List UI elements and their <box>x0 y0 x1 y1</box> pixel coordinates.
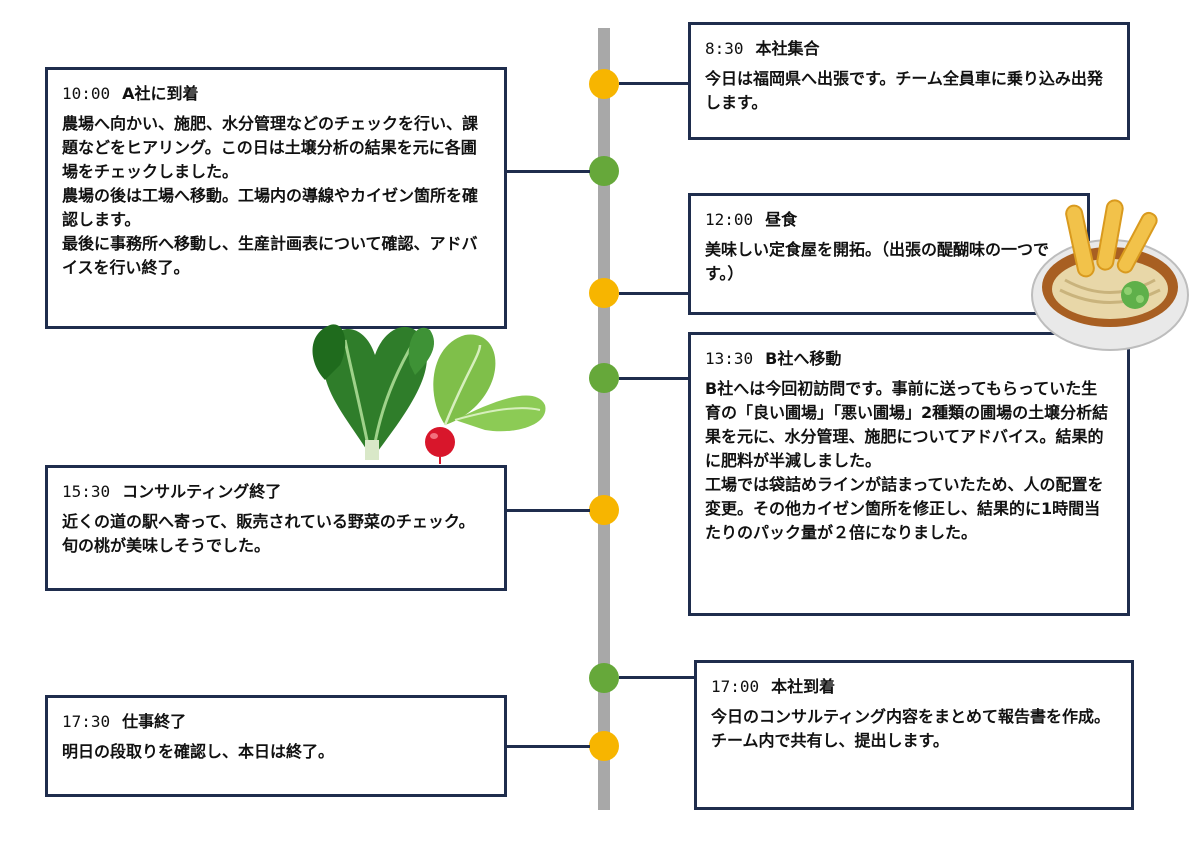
event-time: 13:30 <box>705 349 754 368</box>
event-time: 17:00 <box>711 677 760 696</box>
leafy-vegetables-icon <box>312 324 546 460</box>
event-title: B社へ移動 <box>765 349 842 368</box>
event-heading: 15:30 コンサルティング終了 <box>62 478 490 502</box>
event-title: 仕事終了 <box>122 712 187 731</box>
connector-1000 <box>506 170 590 173</box>
timeline-dot-0830 <box>589 69 619 99</box>
timeline-dot-1730 <box>589 731 619 761</box>
timeline-dot-1530 <box>589 495 619 525</box>
event-body: 今日のコンサルティング内容をまとめて報告書を作成。チーム内で共有し、提出します。 <box>711 707 1111 750</box>
event-body: 美味しい定食屋を開拓。（出張の醍醐味の一つです。） <box>705 240 1050 283</box>
event-heading: 12:00 昼食 <box>705 206 1073 230</box>
timeline-dot-1330 <box>589 363 619 393</box>
event-title: 本社集合 <box>755 39 820 58</box>
event-time: 10:00 <box>62 84 111 103</box>
connector-1700 <box>619 676 695 679</box>
event-title: 本社到着 <box>771 677 836 696</box>
event-card-1730: 17:30 仕事終了 明日の段取りを確認し、本日は終了。 <box>45 695 507 797</box>
timeline-dot-1700 <box>589 663 619 693</box>
radish-icon <box>425 427 455 464</box>
event-time: 8:30 <box>705 39 744 58</box>
timeline-dot-1000 <box>589 156 619 186</box>
connector-0830 <box>619 82 689 85</box>
udon-bowl-icon <box>1031 199 1189 351</box>
connector-1330 <box>619 377 689 380</box>
event-time: 17:30 <box>62 712 111 731</box>
event-card-1700: 17:00 本社到着 今日のコンサルティング内容をまとめて報告書を作成。チーム内で… <box>694 660 1134 810</box>
connector-1200 <box>619 292 689 295</box>
event-time: 12:00 <box>705 210 754 229</box>
connector-1730 <box>506 745 590 748</box>
event-body: 明日の段取りを確認し、本日は終了。 <box>62 742 335 761</box>
connector-1530 <box>506 509 590 512</box>
event-heading: 13:30 B社へ移動 <box>705 345 1113 369</box>
event-heading: 17:30 仕事終了 <box>62 708 490 732</box>
event-body: 今日は福岡県へ出張です。チーム全員車に乗り込み出発します。 <box>705 69 1103 112</box>
event-heading: 8:30 本社集合 <box>705 35 1113 59</box>
event-heading: 17:00 本社到着 <box>711 673 1117 697</box>
event-card-1000: 10:00 A社に到着 農場へ向かい、施肥、水分管理などのチェックを行い、課題など… <box>45 67 507 329</box>
event-body: B社へは今回初訪問です。事前に送ってもらっていた生育の「良い圃場」「悪い圃場」2… <box>705 379 1109 542</box>
timeline-dot-1200 <box>589 278 619 308</box>
event-card-1330: 13:30 B社へ移動 B社へは今回初訪問です。事前に送ってもらっていた生育の「良… <box>688 332 1130 616</box>
event-title: A社に到着 <box>122 84 199 103</box>
event-card-1530: 15:30 コンサルティング終了 近くの道の駅へ寄って、販売されている野菜のチェッ… <box>45 465 507 591</box>
event-time: 15:30 <box>62 482 111 501</box>
event-body: 農場へ向かい、施肥、水分管理などのチェックを行い、課題などをヒアリング。この日は… <box>62 114 479 277</box>
event-title: 昼食 <box>765 210 798 229</box>
timeline-axis <box>598 28 610 810</box>
event-body: 近くの道の駅へ寄って、販売されている野菜のチェック。旬の桃が美味しそうでした。 <box>62 512 475 555</box>
event-card-0830: 8:30 本社集合 今日は福岡県へ出張です。チーム全員車に乗り込み出発します。 <box>688 22 1130 140</box>
event-heading: 10:00 A社に到着 <box>62 80 490 104</box>
event-title: コンサルティング終了 <box>122 482 282 501</box>
